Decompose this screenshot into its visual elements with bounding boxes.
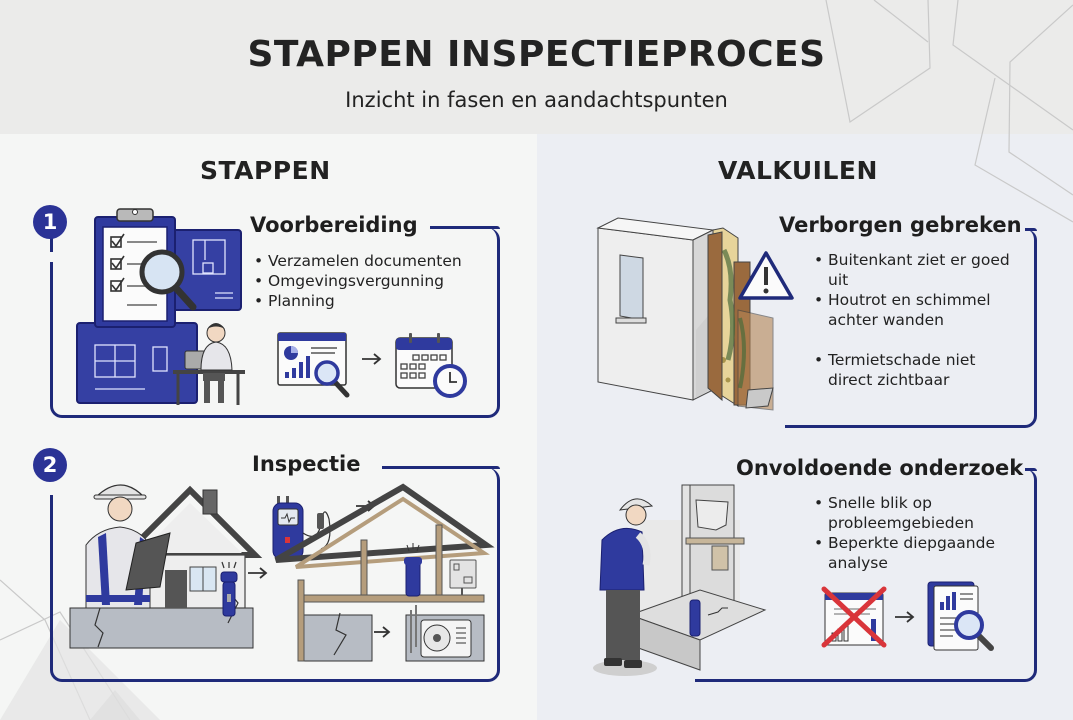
bullet: Planning xyxy=(254,291,462,311)
pitfall-1-bullets: Buitenkant ziet er goed uit Houtrot en s… xyxy=(814,250,1024,390)
step-1-frame xyxy=(50,228,500,418)
step-2-frame xyxy=(50,468,500,682)
step-1-frame-top xyxy=(430,226,500,229)
pitfall-2-bullets: Snelle blik op probleemgebieden Beperkte… xyxy=(814,493,1024,573)
arrow-right-icon xyxy=(895,611,915,623)
wall-cross-section-icon xyxy=(596,217,774,411)
page-title: STAPPEN INSPECTIEPROCES xyxy=(247,34,826,75)
bullet: Omgevingsvergunning xyxy=(254,271,462,291)
arrow-right-icon xyxy=(248,567,268,579)
frame-gap xyxy=(50,252,53,262)
bullet: Buitenkant ziet er goed uit xyxy=(814,250,1024,290)
step-1-bullets: Verzamelen documenten Omgevingsvergunnin… xyxy=(254,251,462,311)
bullet: Verzamelen documenten xyxy=(254,251,462,271)
pitfall-2-frame xyxy=(695,470,1037,682)
inspector-looking-icon xyxy=(593,484,767,676)
step-2-title: Inspectie xyxy=(252,452,361,476)
pitfall-1-title: Verborgen gebreken xyxy=(779,213,1022,237)
calendar-clock-icon xyxy=(395,333,467,398)
warning-triangle-icon xyxy=(738,251,794,300)
inspector-with-tablet-icon xyxy=(69,484,263,649)
bullet: Beperkte diepgaande analyse xyxy=(814,533,1024,573)
pitfall-1-frame-top xyxy=(1025,228,1037,231)
arrow-right-icon xyxy=(362,353,382,365)
pitfall-2-frame-top xyxy=(1025,468,1037,471)
page-subtitle: Inzicht in fasen en aandachtspunten xyxy=(345,88,728,112)
flashlight-icon xyxy=(220,561,238,617)
step-2-frame-top xyxy=(382,466,500,469)
clipboard-checklist-icon xyxy=(76,208,245,405)
attic-cross-section-icon xyxy=(274,483,495,662)
detailed-report-magnifier-icon xyxy=(927,581,994,651)
bullet: Snelle blik op probleemgebieden xyxy=(814,493,1024,533)
pitfalls-heading: VALKUILEN xyxy=(718,156,878,185)
pitfall-2-title: Onvoldoende onderzoek xyxy=(736,456,1024,480)
pitfall-1-frame xyxy=(785,230,1037,428)
step-1-title: Voorbereiding xyxy=(250,213,418,237)
dashboard-chart-icon xyxy=(277,332,350,398)
steps-heading: STAPPEN xyxy=(200,156,331,185)
bullet: Houtrot en schimmel achter wanden xyxy=(814,290,1024,330)
bullet: Termietschade niet direct zichtbaar xyxy=(814,350,1024,390)
step-1-badge: 1 xyxy=(33,205,67,239)
step-2-badge: 2 xyxy=(33,448,67,482)
crossed-out-report-icon xyxy=(821,586,887,648)
moisture-meter-icon xyxy=(272,496,331,560)
